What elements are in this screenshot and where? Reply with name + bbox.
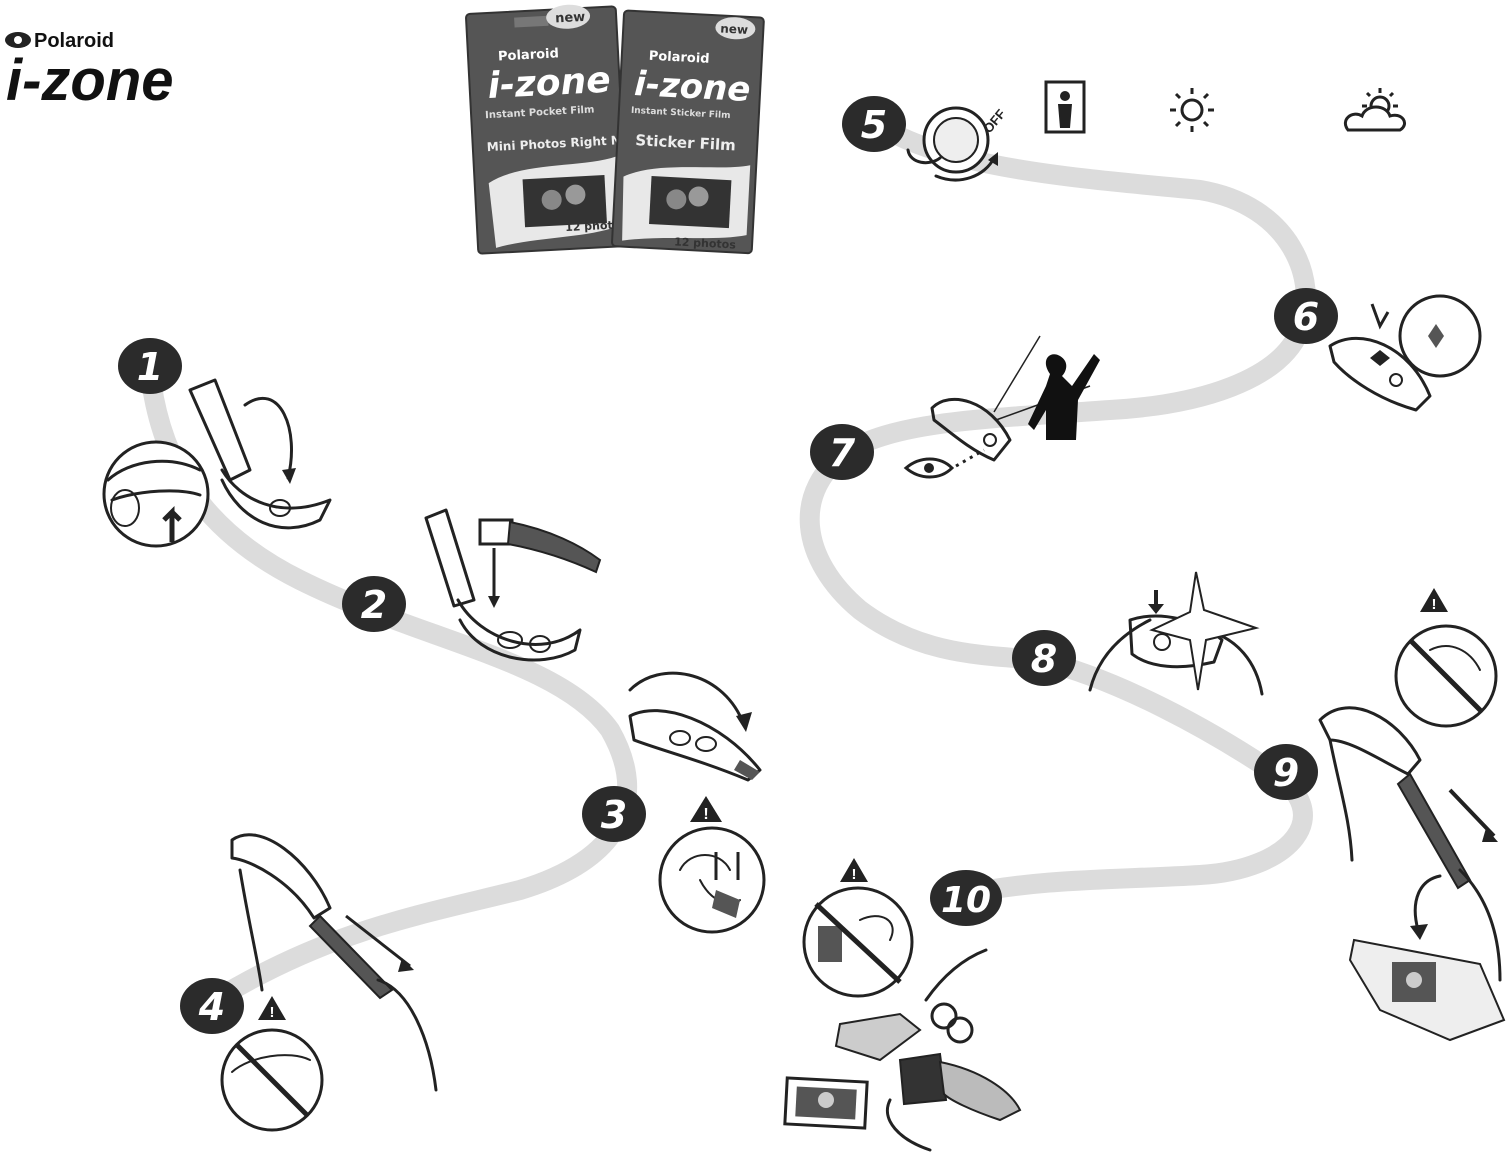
step-number: 6 bbox=[1293, 295, 1319, 339]
step-badge-9: 9 bbox=[1254, 744, 1318, 800]
sun-icon bbox=[1170, 88, 1214, 132]
step-number: 10 bbox=[941, 880, 991, 921]
step-number: 4 bbox=[198, 985, 225, 1029]
polaroid-izone-logo: Polaroid i-zone bbox=[5, 30, 174, 113]
step-badge-5: 5 bbox=[842, 96, 906, 152]
step-badge-2: 2 bbox=[342, 576, 406, 632]
step-1-open-camera-illustration bbox=[102, 378, 332, 548]
step-number: 5 bbox=[861, 103, 887, 147]
step-badge-4: 4 bbox=[180, 978, 244, 1034]
step-number: 7 bbox=[829, 431, 856, 475]
film-pack-sticker: new Polaroid i-zone Instant Sticker Film… bbox=[611, 9, 765, 255]
sun-cloud-icon bbox=[1343, 88, 1406, 132]
step-4-pull-film-illustration: ! bbox=[220, 833, 438, 1132]
pack-title: Sticker Film bbox=[635, 131, 736, 154]
pack-flag: new bbox=[720, 21, 748, 36]
pack-flag: new bbox=[555, 10, 586, 27]
step-3-close-camera-illustration: ! bbox=[628, 671, 766, 934]
step-6-flash-illustration bbox=[1328, 294, 1482, 412]
warning-icon: ! bbox=[270, 1004, 275, 1021]
pack-product: i-zone bbox=[633, 64, 751, 110]
step-number: 8 bbox=[1031, 637, 1057, 681]
logo-product: i-zone bbox=[6, 48, 174, 113]
person-mode-icon bbox=[1044, 80, 1086, 134]
step-9-eject-photo-illustration: ! bbox=[1318, 588, 1506, 1042]
pack-product: i-zone bbox=[487, 60, 612, 107]
step-path bbox=[140, 362, 637, 1010]
step-10-cut-photo-illustration: ! bbox=[783, 858, 1022, 1152]
warning-icon: ! bbox=[703, 806, 708, 823]
step-path bbox=[799, 112, 1316, 905]
film-pack-pocket: new Polaroid i-zone Instant Pocket Film … bbox=[465, 4, 641, 255]
step-badge-6: 6 bbox=[1274, 288, 1338, 344]
step-number: 3 bbox=[601, 793, 627, 837]
step-badge-7: 7 bbox=[810, 424, 874, 480]
step-badge-1: 1 bbox=[118, 338, 182, 394]
step-2-insert-film-illustration bbox=[424, 508, 602, 662]
warning-icon: ! bbox=[852, 866, 857, 883]
pack-brand: Polaroid bbox=[648, 49, 709, 67]
step-8-take-picture-illustration bbox=[1088, 571, 1264, 696]
warning-icon: ! bbox=[1432, 596, 1437, 613]
step-badge-8: 8 bbox=[1012, 630, 1076, 686]
step-number: 9 bbox=[1273, 751, 1299, 795]
step-7-aim-camera-illustration bbox=[903, 335, 1100, 479]
pack-count: 12 photos bbox=[674, 235, 737, 251]
step-number: 1 bbox=[137, 345, 163, 389]
step-5-mode-dial-illustration: OFF bbox=[906, 106, 1008, 182]
step-badge-10: 10 bbox=[930, 870, 1002, 926]
pack-brand: Polaroid bbox=[498, 46, 559, 64]
step-number: 2 bbox=[361, 583, 387, 627]
person-silhouette bbox=[1028, 354, 1100, 440]
logo-brand: Polaroid bbox=[34, 30, 114, 52]
step-badge-3: 3 bbox=[582, 786, 646, 842]
